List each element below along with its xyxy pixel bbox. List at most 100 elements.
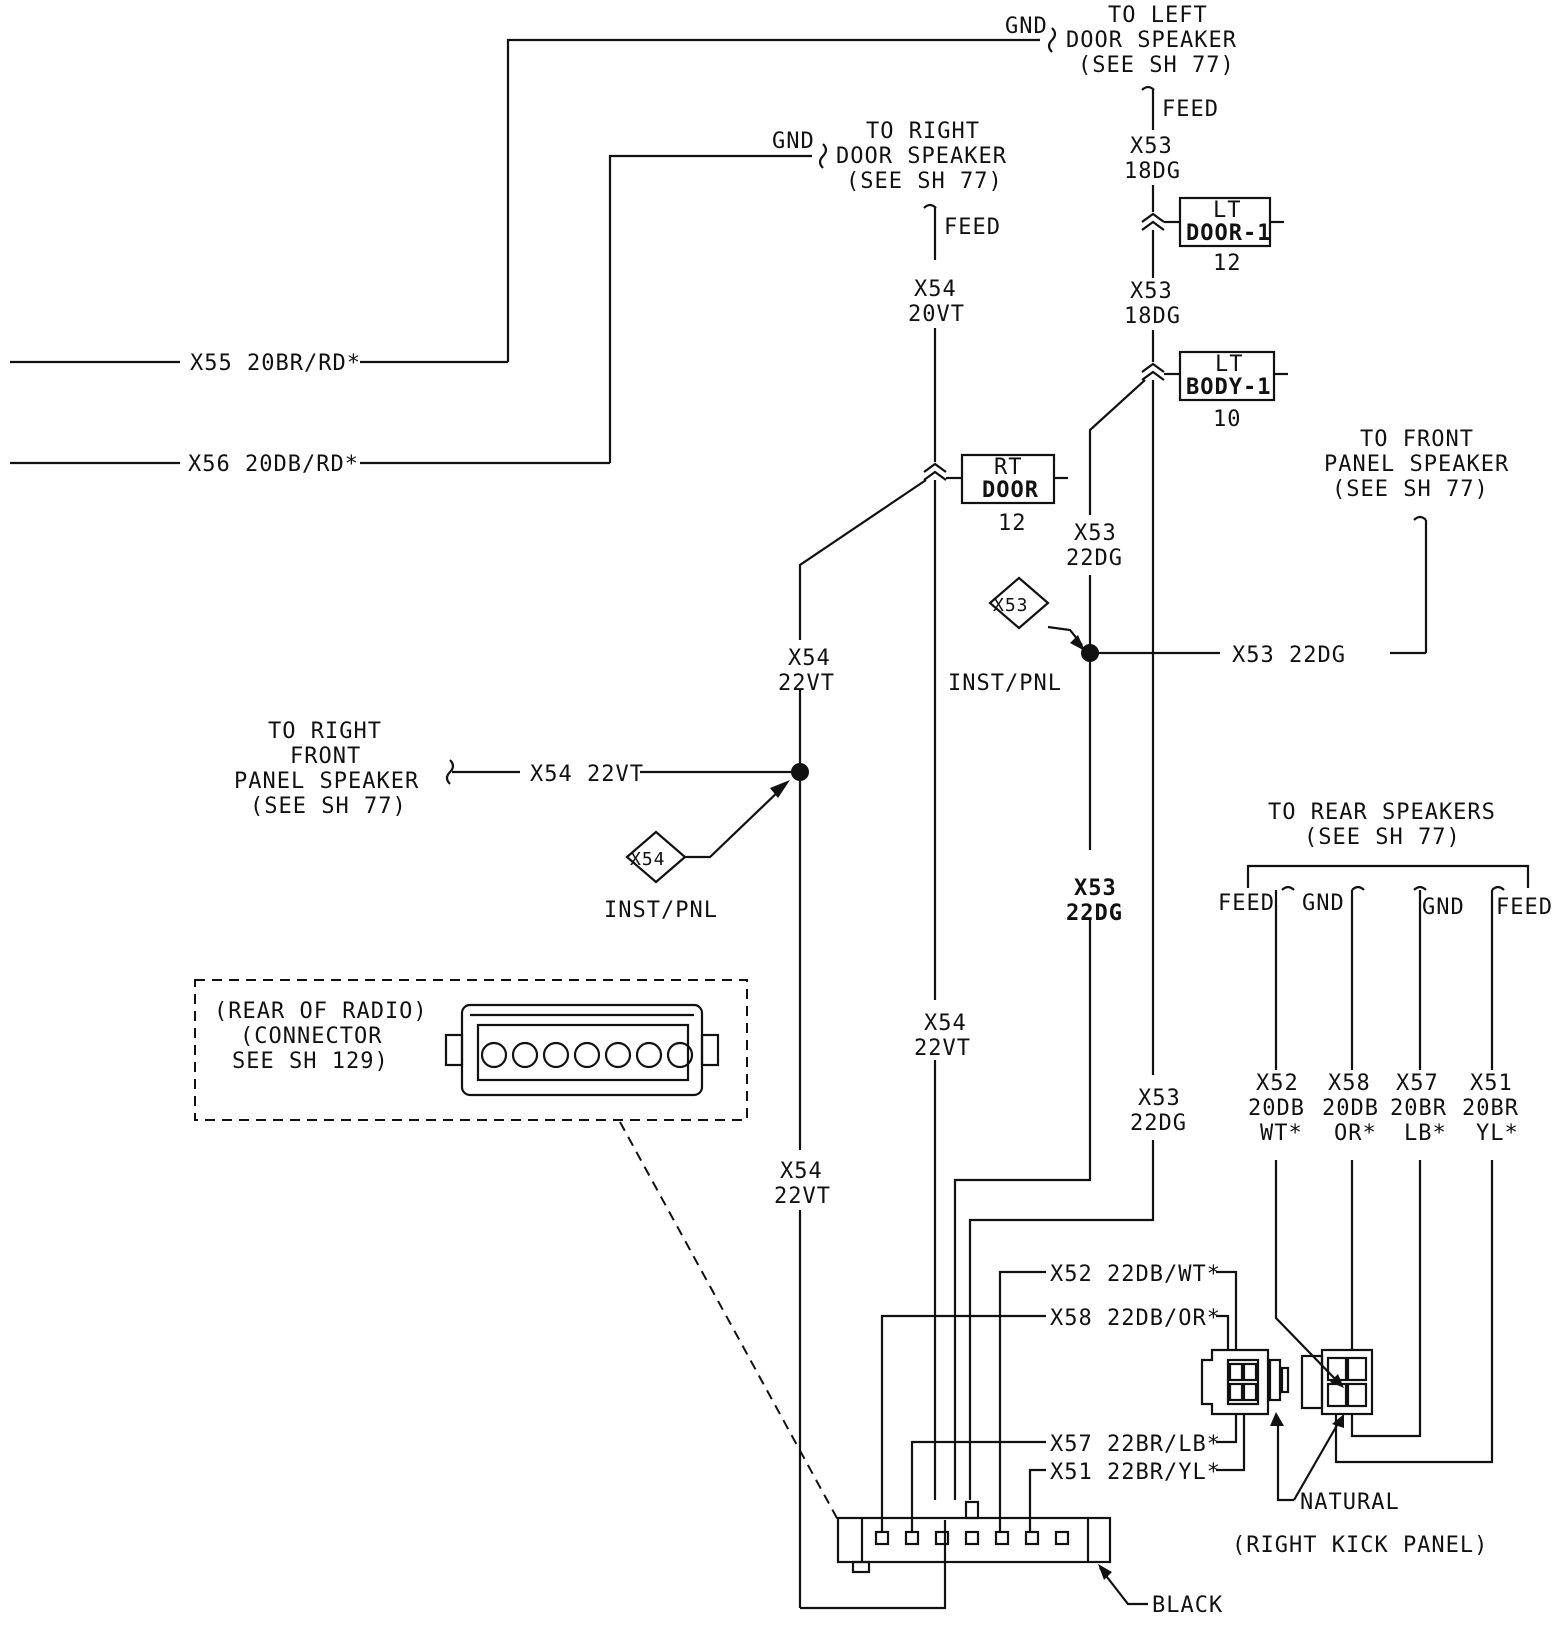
left-door-speaker-ref: GND TO LEFT DOOR SPEAKER (SEE SH 77) FEE… xyxy=(1005,3,1237,184)
rear-speakers-ref: TO REAR SPEAKERS (SEE SH 77) FEED GND GN… xyxy=(1218,800,1553,1464)
front-panel-line2: PANEL SPEAKER xyxy=(1324,452,1509,477)
x51-color: YL* xyxy=(1476,1121,1519,1146)
radio-connector-black: BLACK xyxy=(836,1500,1223,1618)
x53-label-2: X53 xyxy=(1130,279,1173,304)
22dg-label-3: 22DG xyxy=(1130,1111,1187,1136)
rear-speakers-line2: (SEE SH 77) xyxy=(1304,825,1461,850)
right-door-speaker-line1: TO RIGHT xyxy=(866,119,980,144)
rt-door-top: RT xyxy=(994,455,1023,480)
x56-label: X56 20DB/RD* xyxy=(188,452,359,477)
x53-label-1: X53 xyxy=(1130,134,1173,159)
right-door-speaker-see: (SEE SH 77) xyxy=(846,169,1003,194)
right-front-line3: PANEL SPEAKER xyxy=(234,769,419,794)
x53-main-wire: X53 18DG xyxy=(953,185,1181,1500)
x57-gauge: 20BR xyxy=(1390,1096,1447,1121)
18dg-label-2: 18DG xyxy=(1124,304,1181,329)
x53-splice-id: X53 xyxy=(993,595,1029,616)
22vt-label-2: 22VT xyxy=(914,1036,971,1061)
x54-label-3: X54 xyxy=(924,1011,967,1036)
front-panel-speaker-ref: TO FRONT PANEL SPEAKER (SEE SH 77) xyxy=(1324,427,1509,502)
x52-label: X52 xyxy=(1256,1071,1299,1096)
inst-pnl-label-2: INST/PNL xyxy=(604,898,718,923)
feed-label-left-door: FEED xyxy=(1162,97,1219,122)
rt-door-bottom: DOOR xyxy=(982,478,1039,503)
rt-door-pin: 12 xyxy=(998,511,1027,536)
kick-panel-connector-left xyxy=(1200,1348,1290,1416)
rear-radio-line3: SEE SH 129) xyxy=(232,1049,389,1074)
x54-splice: X54 22VT X54 INST/PNL xyxy=(445,759,809,923)
front-panel-line1: TO FRONT xyxy=(1360,427,1474,452)
x54-splice-id: X54 xyxy=(630,849,666,870)
x53-label-5: X53 xyxy=(1138,1086,1181,1111)
x54-22vt-label: X54 22VT xyxy=(530,762,644,787)
gnd-label-rear-2: GND xyxy=(1422,895,1465,920)
x53-splice-diamond xyxy=(988,576,1050,630)
x52-gauge: 20DB xyxy=(1248,1096,1305,1121)
right-door-speaker-line2: DOOR SPEAKER xyxy=(836,144,1007,169)
x57-label: X57 xyxy=(1396,1071,1439,1096)
x52-color: WT* xyxy=(1260,1121,1303,1146)
right-front-see: (SEE SH 77) xyxy=(250,794,407,819)
x54-main-wire: X54 22VT X54 22VT X54 22VT xyxy=(774,328,971,1610)
x53-label-3: X53 xyxy=(1074,521,1117,546)
x51-long-label: X51 22BR/YL* xyxy=(1050,1460,1221,1485)
right-kick-panel-label: (RIGHT KICK PANEL) xyxy=(1232,1533,1488,1558)
gnd-label-right-door: GND xyxy=(772,129,815,154)
x58-gauge: 20DB xyxy=(1322,1096,1379,1121)
lt-door-1-pin: 12 xyxy=(1213,251,1242,276)
rear-speakers-line1: TO REAR SPEAKERS xyxy=(1268,800,1496,825)
natural-label: NATURAL xyxy=(1300,1490,1400,1515)
x57-long-label: X57 22BR/LB* xyxy=(1050,1432,1221,1457)
radio-rear-speaker-wires: X52 22DB/WT* X58 22DB/OR* X57 22BR/LB* X… xyxy=(880,1262,1246,1532)
gnd-label-left-door: GND xyxy=(1005,14,1048,39)
x51-label: X51 xyxy=(1470,1071,1513,1096)
x55-label: X55 20BR/RD* xyxy=(190,351,361,376)
22vt-label-1: 22VT xyxy=(778,671,835,696)
x58-color: OR* xyxy=(1334,1121,1377,1146)
x56-wire: X56 20DB/RD* xyxy=(10,154,812,477)
x53-label-4: X53 xyxy=(1074,876,1117,901)
22vt-label-3: 22VT xyxy=(774,1184,831,1209)
feed-label-rear-1: FEED xyxy=(1218,891,1275,916)
x54-label-4: X54 xyxy=(780,1159,823,1184)
left-door-speaker-line2: DOOR SPEAKER xyxy=(1066,28,1237,53)
lt-door-1-top: LT xyxy=(1213,198,1242,223)
rear-radio-pins xyxy=(480,1041,694,1069)
x51-gauge: 20BR xyxy=(1462,1096,1519,1121)
right-door-speaker-ref: GND TO RIGHT DOOR SPEAKER (SEE SH 77) FE… xyxy=(772,119,1007,327)
left-door-speaker-line1: TO LEFT xyxy=(1108,3,1208,28)
lt-door-1-bottom: DOOR-1 xyxy=(1186,221,1271,246)
rear-radio-line2: (CONNECTOR xyxy=(240,1024,382,1049)
x58-label: X58 xyxy=(1328,1071,1371,1096)
x53-22dg-label: X53 22DG xyxy=(1232,643,1346,668)
natural-callout: NATURAL (RIGHT KICK PANEL) xyxy=(1232,1412,1488,1558)
right-front-line2: FRONT xyxy=(290,744,361,769)
rt-door-connector: RT DOOR 12 xyxy=(946,453,1068,536)
x52-long-label: X52 22DB/WT* xyxy=(1050,1262,1221,1287)
front-panel-see: (SEE SH 77) xyxy=(1332,477,1489,502)
feed-label-right-door: FEED xyxy=(944,215,1001,240)
x54-label-2: X54 xyxy=(788,646,831,671)
lt-body-1-top: LT xyxy=(1215,352,1244,377)
left-door-speaker-see: (SEE SH 77) xyxy=(1078,53,1235,78)
right-front-panel-speaker-ref: TO RIGHT FRONT PANEL SPEAKER (SEE SH 77) xyxy=(234,719,419,819)
feed-label-rear-2: FEED xyxy=(1496,895,1553,920)
x54-label-1: X54 xyxy=(914,277,957,302)
22dg-label-2: 22DG xyxy=(1066,901,1123,926)
18dg-label-1: 18DG xyxy=(1124,159,1181,184)
rear-of-radio-inset: (REAR OF RADIO) (CONNECTOR SEE SH 129) xyxy=(194,979,839,1521)
lt-body-1-pin: 10 xyxy=(1213,407,1242,432)
x53-splice: X53 22DG X53 INST/PNL xyxy=(948,515,1428,696)
22dg-label-1: 22DG xyxy=(1066,546,1123,571)
x55-wire: X55 20BR/RD* xyxy=(10,38,1040,376)
x58-long-label: X58 22DB/OR* xyxy=(1050,1306,1221,1331)
gnd-label-rear-1: GND xyxy=(1302,891,1345,916)
lt-body-1-bottom: BODY-1 xyxy=(1186,375,1271,400)
right-front-line1: TO RIGHT xyxy=(268,719,382,744)
black-label: BLACK xyxy=(1152,1593,1223,1618)
inst-pnl-label-1: INST/PNL xyxy=(948,671,1062,696)
lt-body-1-connector: LT BODY-1 10 xyxy=(1164,350,1288,432)
lt-door-1-connector: LT DOOR-1 12 xyxy=(1164,196,1284,276)
20vt-label: 20VT xyxy=(908,302,965,327)
